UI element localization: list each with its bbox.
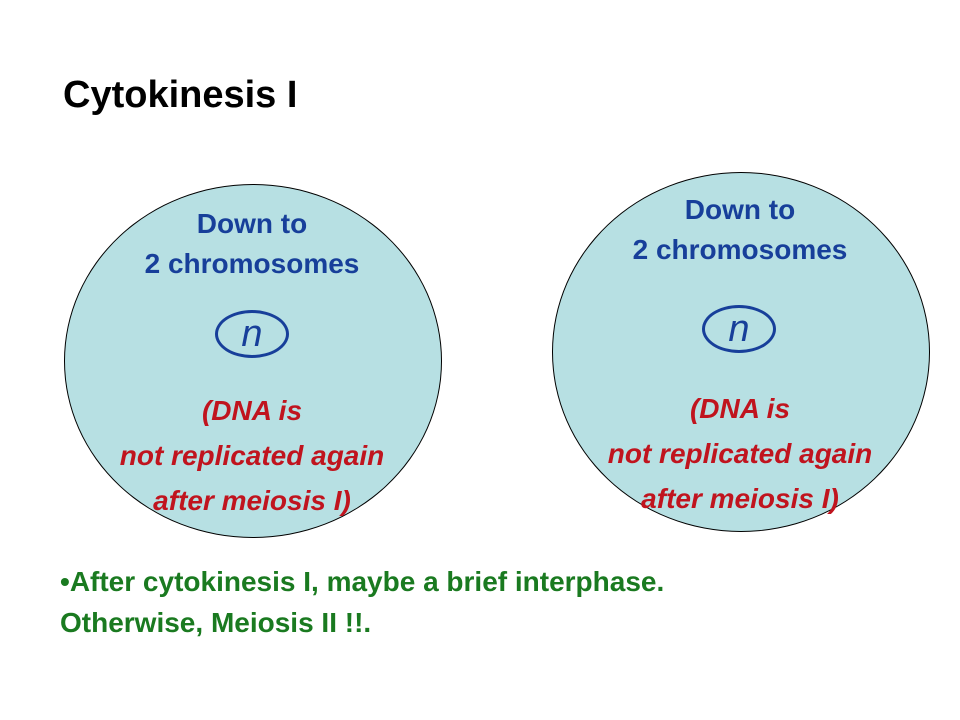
chromosome-label-line: Down to bbox=[196, 208, 308, 239]
dna-note-right: (DNA is not replicated again after meios… bbox=[550, 386, 930, 521]
chromosome-label-right: Down to 2 chromosomes bbox=[590, 190, 890, 270]
dna-note-left: (DNA is not replicated again after meios… bbox=[62, 388, 442, 523]
chromosome-label-line: 2 chromosomes bbox=[632, 234, 848, 265]
ploidy-symbol-left: n bbox=[215, 310, 289, 358]
bullet-line: After cytokinesis I, maybe a brief inter… bbox=[69, 566, 665, 597]
chromosome-label-line: Down to bbox=[684, 194, 796, 225]
dna-note-line: after meiosis I) bbox=[153, 485, 351, 516]
slide-title: Cytokinesis I bbox=[63, 74, 298, 116]
daughter-cell-left bbox=[64, 184, 442, 538]
dna-note-line: after meiosis I) bbox=[641, 483, 839, 514]
dna-note-line: not replicated again bbox=[607, 438, 873, 469]
dna-note-line: not replicated again bbox=[119, 440, 385, 471]
chromosome-label-line: 2 chromosomes bbox=[144, 248, 360, 279]
bullet-line: Otherwise, Meiosis II !!. bbox=[60, 607, 372, 638]
ploidy-symbol-right: n bbox=[702, 305, 776, 353]
bullet-point: •After cytokinesis I, maybe a brief inte… bbox=[60, 561, 940, 643]
dna-note-line: (DNA is bbox=[201, 395, 303, 426]
chromosome-label-left: Down to 2 chromosomes bbox=[102, 204, 402, 284]
bullet-marker: • bbox=[60, 566, 70, 597]
dna-note-line: (DNA is bbox=[689, 393, 791, 424]
